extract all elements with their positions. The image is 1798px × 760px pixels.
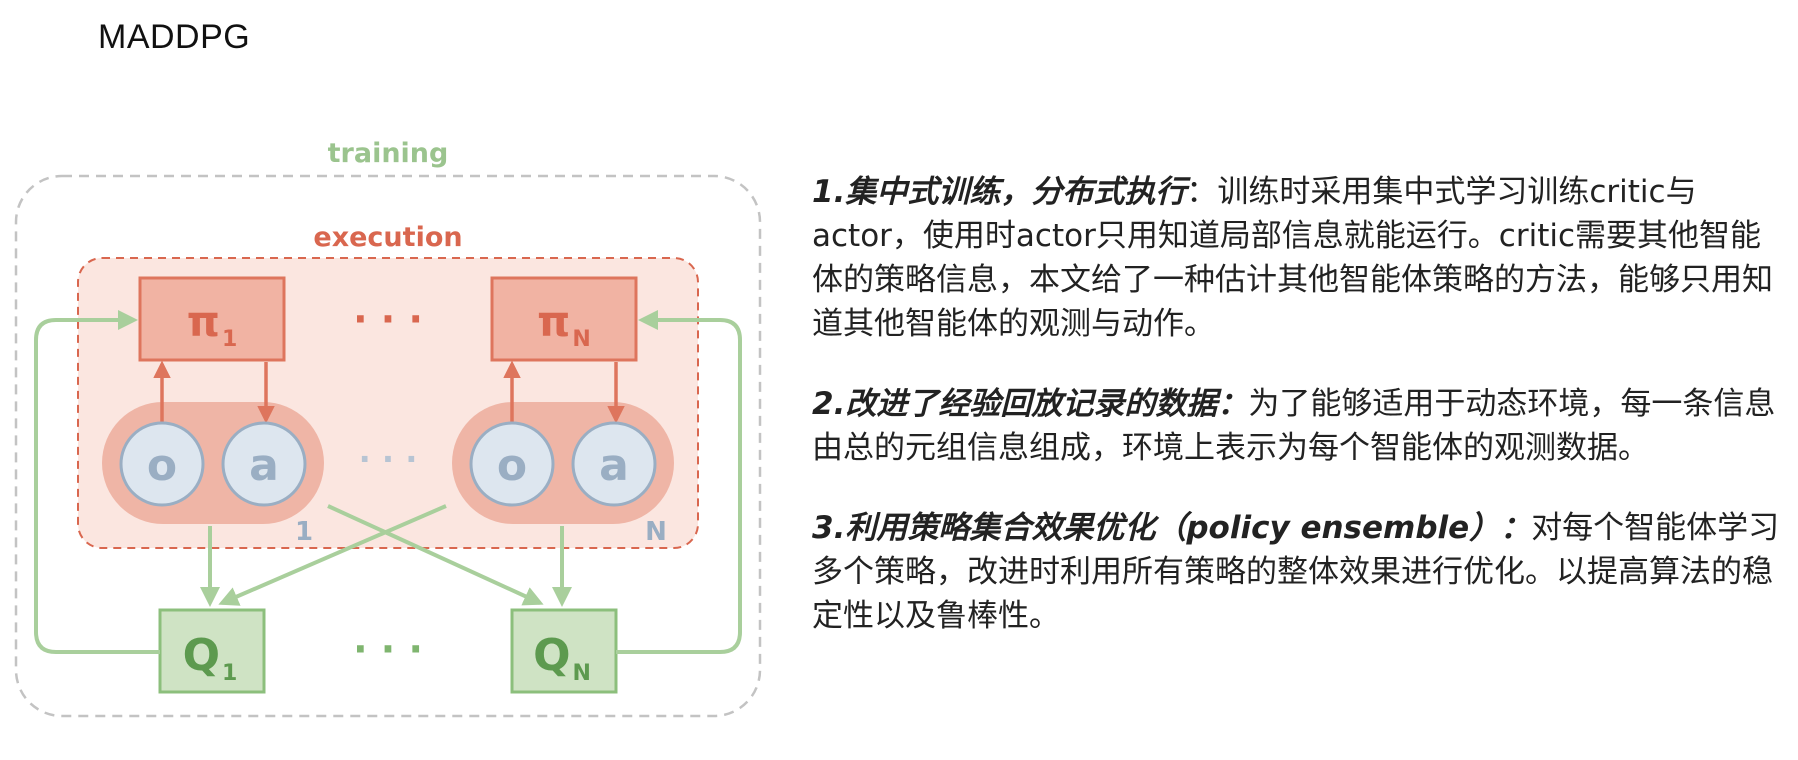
policy-first-text: π1 (187, 297, 238, 352)
point-body: 对每个智能体学习多个策略，改进时利用所有策略的整体效果进行优化。以提高算法的稳定… (812, 510, 1780, 634)
training-region (14, 174, 762, 718)
action-label-last: a (599, 440, 629, 491)
observation-node-first (119, 421, 205, 507)
diagram-canvas: training execution π1 πN · · · o a 1 o a… (14, 138, 762, 718)
agentN-to-critic1-arrow (218, 504, 447, 606)
point-heading: 2.改进了经验回放记录的数据： (812, 386, 1249, 422)
policy-box-first (138, 276, 286, 362)
agent1-to-criticN-arrow (327, 504, 544, 606)
point-replay-data: 2.改进了经验回放记录的数据：为了能够适用于动态环境，每一条信息由总的元组信息组… (812, 382, 1792, 470)
point-body: 为了能够适用于动态环境，每一条信息由总的元组信息组成，环境上表示为每个智能体的观… (812, 386, 1776, 466)
policy-last-text: πN (537, 297, 591, 352)
action-label-first: a (249, 440, 279, 491)
policy-box-last (490, 276, 638, 362)
slide-title: MADDPG (98, 18, 251, 56)
agent-index-first: 1 (295, 517, 313, 547)
point-centralized-training: 1.集中式训练，分布式执行：训练时采用集中式学习训练critic与actor，使… (812, 170, 1792, 346)
observation-label-last: o (497, 440, 527, 491)
critic-first-text: Q1 (183, 630, 238, 686)
point-heading: 1.集中式训练，分布式执行 (812, 174, 1187, 210)
explanation-panel: 1.集中式训练，分布式执行：训练时采用集中式学习训练critic与actor，使… (812, 170, 1792, 674)
agent-index-last: N (645, 517, 667, 547)
observation-node-last (469, 421, 555, 507)
execution-label: execution (313, 222, 462, 253)
training-label: training (328, 138, 449, 169)
criticN-to-policyN-feedback (616, 310, 742, 654)
action-node-first (221, 421, 307, 507)
critic1-to-policy1-feedback (34, 310, 160, 654)
point-policy-ensemble: 3.利用策略集合效果优化（policy ensemble）：对每个智能体学习多个… (812, 506, 1792, 638)
critic-last-text: QN (533, 630, 591, 686)
point-body: ：训练时采用集中式学习训练critic与actor，使用时actor只用知道局部… (812, 174, 1773, 342)
critic-ellipsis: · · · (353, 627, 423, 671)
maddpg-diagram: training execution π1 πN · · · o a 1 o a… (0, 0, 780, 760)
policy-ellipsis: · · · (353, 297, 423, 341)
critic-box-last (510, 608, 618, 694)
action-node-last (571, 421, 657, 507)
observation-label-first: o (147, 440, 177, 491)
agent-ellipsis: · · · (359, 440, 418, 478)
point-heading: 3.利用策略集合效果优化（policy ensemble）： (812, 510, 1532, 546)
